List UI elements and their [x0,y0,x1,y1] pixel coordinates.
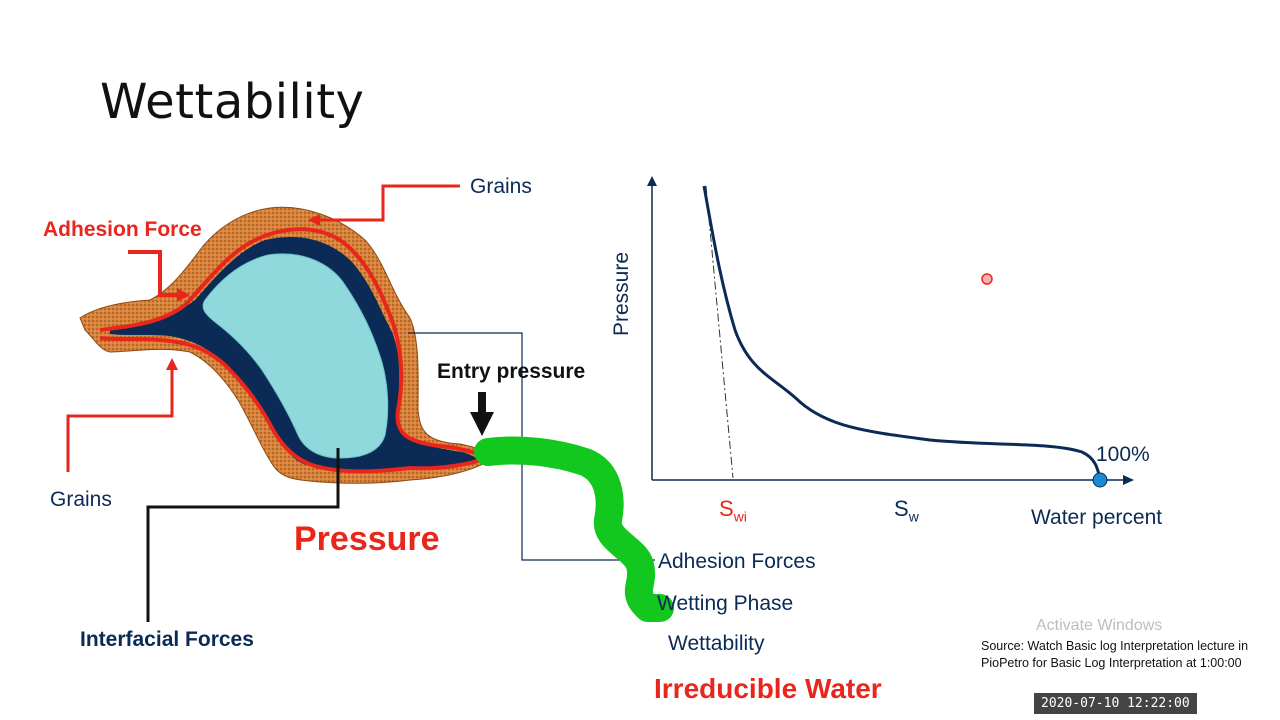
pressure-label: Pressure [294,520,440,558]
wetting-phase-concept: Wetting Phase [657,592,794,615]
adhesion-force-leader [128,250,185,297]
irreducible-water-label: Irreducible Water [654,673,882,704]
entry-pressure-arrowhead [470,412,494,436]
tick-swi: Swi [719,496,747,524]
entry-pressure-label: Entry pressure [437,360,586,383]
entry-pressure-arrow-shaft [478,392,486,414]
adhesion-forces-concept: Adhesion Forces [658,550,816,573]
flow-path [474,436,674,622]
interfacial-leader [146,448,340,622]
pointer-cursor [981,273,993,285]
swi-asymptote [705,185,734,479]
source-caption: Source: Watch Basic log Interpretation l… [981,639,1249,670]
grains-left-leader [66,362,174,472]
curve-end-label: 100% [1096,443,1150,466]
chart-y-arrowhead [647,176,657,186]
tick-sw-sub: w [908,508,919,525]
grains-left-arrowhead [166,358,178,370]
chart-x-axis-label: Water percent [1031,506,1163,529]
adhesion-force-arrowhead [177,288,190,302]
slide-title: Wettability [100,74,365,130]
chart-y-axis-label-text: Pressure [610,251,633,337]
grains-top-arrowhead [308,214,320,226]
recording-timestamp: 2020-07-10 12:22:00 [1034,693,1197,714]
interfacial-forces-label: Interfacial Forces [80,628,254,651]
capillary-pressure-curve [702,185,1102,481]
chart-x-arrowhead [1123,475,1134,485]
wettability-concept: Wettability [668,632,765,655]
chart-y-axis-label: Pressure [602,244,638,344]
adhesion-outline [99,227,494,474]
water-phase [202,253,389,459]
grains-top-leader [310,184,460,222]
tick-swi-sub: wi [733,508,747,525]
activate-windows-watermark: Activate Windows [1036,617,1163,634]
grains-top-label: Grains [470,175,532,198]
tick-swi-main: S [719,496,734,521]
tick-sw-main: S [894,496,909,521]
curve-end-marker [1092,472,1108,488]
tick-sw: Sw [894,496,919,524]
adhesion-force-label: Adhesion Force [43,218,202,241]
grains-left-label: Grains [50,488,112,511]
